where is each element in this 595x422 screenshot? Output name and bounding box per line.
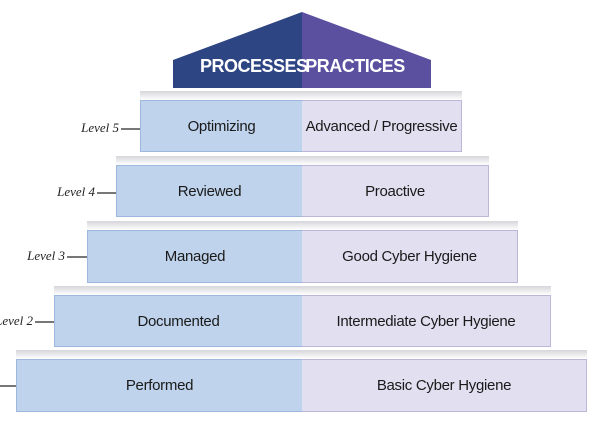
level-3-label: Level 3 (27, 248, 65, 263)
process-reviewed: Reviewed (116, 165, 302, 217)
practice-label: Advanced / Progressive (305, 117, 458, 135)
step-shadow (140, 91, 462, 100)
process-label: Optimizing (187, 117, 256, 135)
process-optimizing: Optimizing (140, 100, 302, 152)
level-5-label: Level 5 (81, 120, 119, 135)
process-label: Reviewed (177, 182, 242, 200)
practice-good-cyber-hygiene: Good Cyber Hygiene (302, 230, 518, 283)
level-3-connector (67, 256, 87, 258)
level-1-connector (0, 385, 16, 387)
level-4-label: Level 4 (57, 184, 95, 199)
level-4-connector (97, 192, 116, 194)
process-documented: Documented (54, 295, 302, 347)
practice-intermediate-cyber-hygiene: Intermediate Cyber Hygiene (302, 295, 551, 347)
practice-basic-cyber-hygiene: Basic Cyber Hygiene (302, 359, 587, 412)
step-shadow (87, 221, 518, 230)
practice-advanced-progressive: Advanced / Progressive (302, 100, 462, 152)
pyramid-roof (173, 12, 431, 88)
processes-heading: PROCESSES (200, 56, 308, 76)
practice-label: Intermediate Cyber Hygiene (336, 312, 516, 330)
roof-practices-base (302, 60, 431, 88)
step-shadow (116, 156, 489, 165)
process-label: Managed (164, 248, 226, 265)
practice-label: Good Cyber Hygiene (342, 248, 477, 265)
practice-proactive: Proactive (302, 165, 489, 217)
level-2-connector (35, 321, 54, 323)
process-managed: Managed (87, 230, 302, 283)
process-label: Documented (137, 312, 220, 330)
step-shadow (16, 350, 587, 359)
practices-heading: PRACTICES (305, 56, 405, 76)
practice-label: Proactive (365, 182, 425, 200)
roof-processes-base (173, 60, 302, 88)
level-5-connector (121, 128, 140, 130)
process-label: Performed (125, 377, 194, 394)
step-shadow (54, 286, 551, 295)
level-2-label: Level 2 (0, 313, 33, 328)
practice-label: Basic Cyber Hygiene (376, 377, 512, 394)
process-performed: Performed (16, 359, 302, 412)
